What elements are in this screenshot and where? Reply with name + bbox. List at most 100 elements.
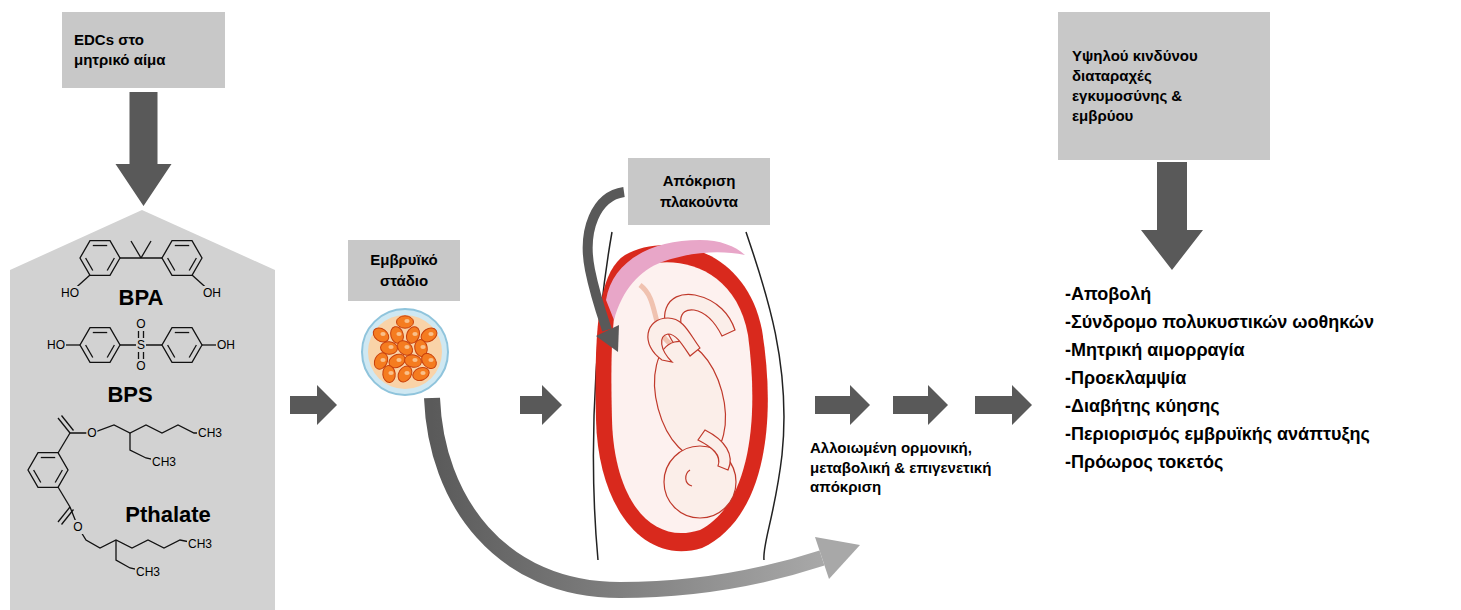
- embryo-cell: [382, 365, 396, 383]
- benzene-ring: [162, 241, 202, 276]
- atom-label: CH3: [187, 537, 213, 551]
- cell-nucleus: [380, 358, 385, 362]
- note-text: Αλλοιωμένη ορμονική, μεταβολική & επιγεν…: [810, 438, 1010, 497]
- risk-list-item: -Προεκλαμψία: [1065, 367, 1186, 390]
- bond: [131, 241, 141, 258]
- atom-label: O: [86, 426, 97, 440]
- fetus-arm: [698, 430, 730, 470]
- block-arrow: [1141, 162, 1203, 270]
- curved-arrow-head: [815, 537, 860, 579]
- fetus-ear: [686, 470, 692, 486]
- chemical-bonds: [28, 241, 226, 572]
- cell-nucleus: [428, 332, 433, 336]
- process-box: Απόκριση πλακούντα: [628, 158, 770, 225]
- cell-nucleus: [404, 319, 409, 323]
- risk-list-item: -Σύνδρομο πολυκυστικών ωοθηκών: [1065, 311, 1374, 334]
- bond: [141, 241, 151, 258]
- cell-nucleus: [428, 358, 433, 362]
- risk-list-item: -Αποβολή: [1065, 283, 1151, 306]
- block-arrow: [975, 385, 1032, 425]
- double-bond: [86, 345, 93, 357]
- curved-arrow-head: [596, 325, 619, 352]
- process-box: Εμβρυϊκό στάδιο: [348, 240, 460, 301]
- box-text: EDCs στο μητρικό αίμα: [74, 30, 199, 71]
- embryo-core: [368, 315, 442, 389]
- risk-list-item: -Πρόωρος τοκετός: [1065, 451, 1223, 474]
- atom-label: CH3: [197, 426, 223, 440]
- atom-label: O: [72, 520, 83, 534]
- double-bond: [93, 245, 107, 246]
- atom-label: HO: [46, 338, 66, 352]
- cell-nucleus: [404, 345, 409, 349]
- embryo-illustration: [362, 309, 448, 395]
- bond: [58, 418, 70, 433]
- box-text: Απόκριση πλακούντα: [638, 171, 760, 212]
- fetus-leg: [648, 318, 700, 362]
- atom-label: CH3: [151, 455, 177, 469]
- double-bond: [168, 258, 175, 270]
- double-bond: [189, 258, 196, 270]
- bond: [62, 416, 74, 431]
- bond: [58, 487, 70, 507]
- molecule-name: BPA: [119, 285, 164, 311]
- bond: [58, 433, 70, 453]
- double-bond: [41, 457, 55, 458]
- double-bond: [107, 345, 114, 357]
- cell-nucleus: [388, 371, 393, 375]
- atom-label: O: [135, 317, 146, 331]
- cell-nucleus: [380, 332, 385, 336]
- risk-list-item: -Μητρική αιμορραγία: [1065, 339, 1245, 362]
- atom-label: S: [136, 338, 146, 352]
- molecule-hexagon: BPA BPS Pthalate: [10, 210, 275, 610]
- risk-list-item: -Διαβήτης κύησης: [1065, 395, 1220, 418]
- process-box: Υψηλού κινδύνου διαταραχές εγκυμοσύνης &…: [1058, 12, 1270, 160]
- block-arrow: [520, 385, 562, 425]
- embryo-cell: [395, 364, 414, 385]
- block-arrow: [290, 385, 337, 425]
- double-bond: [34, 470, 41, 482]
- hexagon-shape: [10, 210, 275, 610]
- atom-label: CH3: [135, 565, 161, 579]
- embryo-cell: [397, 316, 414, 328]
- benzene-ring: [28, 453, 68, 488]
- cell-nucleus: [396, 332, 401, 336]
- double-bond: [86, 258, 93, 270]
- risk-list-item: -Περιορισμός εμβρυϊκής ανάπτυξης: [1065, 423, 1370, 446]
- curved-arrow: [588, 192, 624, 330]
- cell-nucleus: [420, 345, 425, 349]
- atom-label: O: [135, 359, 146, 373]
- molecule-name: BPS: [107, 382, 152, 408]
- process-box: EDCs στο μητρικό αίμα: [62, 12, 225, 88]
- double-bond: [175, 245, 189, 246]
- atom-label: HO: [60, 286, 80, 300]
- block-arrow: [893, 385, 948, 425]
- cell-nucleus: [412, 358, 417, 362]
- benzene-ring: [162, 328, 202, 363]
- cell-nucleus: [388, 345, 393, 349]
- cell-nucleus: [420, 371, 425, 375]
- cell-nucleus: [412, 332, 417, 336]
- cell-nucleus: [396, 358, 401, 362]
- double-bond: [168, 345, 175, 357]
- hexagon-outline: [10, 210, 275, 610]
- bond: [58, 507, 70, 522]
- block-arrow: [815, 385, 870, 425]
- benzene-ring: [80, 241, 120, 276]
- box-text: Υψηλού κινδύνου διαταραχές εγκυμοσύνης &…: [1072, 46, 1237, 127]
- curved-arrow: [432, 398, 822, 590]
- double-bond: [189, 345, 196, 357]
- benzene-ring: [80, 328, 120, 363]
- embryo-cell: [411, 365, 431, 383]
- atom-label: OH: [216, 338, 236, 352]
- double-bond: [55, 470, 62, 482]
- double-bond: [93, 332, 107, 333]
- molecule-name: Pthalate: [125, 502, 211, 528]
- box-text: Εμβρυϊκό στάδιο: [356, 250, 452, 291]
- pregnancy-illustration: [588, 192, 784, 560]
- block-arrow: [116, 92, 172, 206]
- cell-nucleus: [404, 371, 409, 375]
- embryo-rim: [362, 309, 448, 395]
- atom-label: OH: [202, 286, 222, 300]
- uterus-cavity: [611, 262, 752, 533]
